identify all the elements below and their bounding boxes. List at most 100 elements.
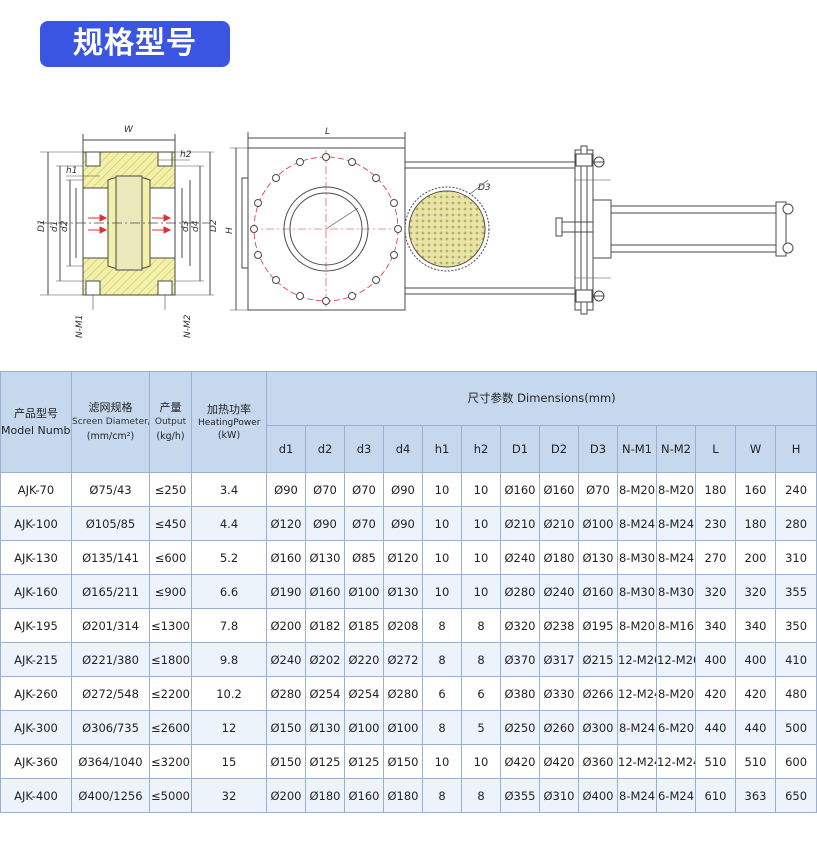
table-cell: ≤5000	[149, 778, 192, 813]
table-cell: 440	[735, 710, 776, 745]
label-D3: D3	[478, 183, 491, 193]
table-cell: 410	[774, 642, 817, 677]
table-cell: Ø221/380	[71, 642, 150, 677]
table-cell: 3.4	[191, 472, 267, 507]
table-cell: Ø70	[344, 472, 384, 507]
table-cell: Ø105/85	[71, 506, 150, 541]
table-cell: Ø208	[383, 608, 423, 643]
table-cell: Ø280	[383, 676, 423, 711]
table-cell: 270	[695, 540, 736, 575]
table-cell: ≤2200	[149, 676, 192, 711]
table-cell: AJK-260	[0, 676, 72, 711]
table-cell: 5.2	[191, 540, 267, 575]
table-cell: 32	[191, 778, 267, 813]
table-cell: Ø280	[500, 574, 540, 609]
table-cell: 650	[774, 778, 817, 813]
table-cell: 8-M20	[617, 608, 657, 643]
table-cell: Ø150	[266, 744, 306, 779]
table-cell: Ø238	[539, 608, 579, 643]
table-cell: Ø202	[305, 642, 345, 677]
table-cell: 12-M20	[656, 642, 696, 677]
table-cell: 8	[461, 642, 501, 677]
table-cell: ≤600	[149, 540, 192, 575]
header-dim-d1: d1	[266, 424, 306, 474]
table-cell: 6	[461, 676, 501, 711]
table-cell: 10	[461, 744, 501, 779]
table-cell: ≤250	[149, 472, 192, 507]
table-cell: 280	[774, 506, 817, 541]
table-cell: Ø180	[539, 540, 579, 575]
table-cell: Ø180	[383, 778, 423, 813]
table-cell: Ø266	[578, 676, 618, 711]
table-cell: Ø420	[500, 744, 540, 779]
table-cell: 8-M20	[656, 472, 696, 507]
table-cell: 12-M24	[617, 676, 657, 711]
table-cell: 10	[461, 574, 501, 609]
table-cell: 8	[461, 608, 501, 643]
table-cell: 510	[695, 744, 736, 779]
table-cell: Ø215	[578, 642, 618, 677]
table-cell: Ø310	[539, 778, 579, 813]
table-cell: Ø70	[578, 472, 618, 507]
label-d3: d3	[181, 220, 191, 232]
table-cell: 320	[695, 574, 736, 609]
table-cell: Ø130	[305, 710, 345, 745]
table-cell: 8-M30	[617, 540, 657, 575]
table-cell: Ø160	[344, 778, 384, 813]
table-cell: 10	[422, 744, 462, 779]
table-cell: 230	[695, 506, 736, 541]
table-cell: Ø210	[539, 506, 579, 541]
table-cell: Ø220	[344, 642, 384, 677]
table-cell: AJK-300	[0, 710, 72, 745]
table-cell: 8-M24	[656, 506, 696, 541]
table-cell: Ø135/141	[71, 540, 150, 575]
table-cell: Ø330	[539, 676, 579, 711]
table-cell: AJK-360	[0, 744, 72, 779]
table-cell: Ø280	[266, 676, 306, 711]
table-cell: Ø320	[500, 608, 540, 643]
table-cell: 8	[422, 608, 462, 643]
header-dim-d3: D3	[578, 424, 618, 474]
table-cell: 8-M30	[656, 574, 696, 609]
table-cell: Ø240	[500, 540, 540, 575]
header-dim-w: W	[735, 424, 776, 474]
table-cell: Ø160	[500, 472, 540, 507]
table-cell: Ø75/43	[71, 472, 150, 507]
table-cell: 420	[695, 676, 736, 711]
table-cell: Ø272/548	[71, 676, 150, 711]
table-cell: Ø120	[383, 540, 423, 575]
table-cell: Ø260	[539, 710, 579, 745]
table-cell: 310	[774, 540, 817, 575]
table-cell: 340	[735, 608, 776, 643]
table-cell: 10	[422, 472, 462, 507]
label-D2: D2	[209, 219, 219, 232]
header-dim-h1: h1	[422, 424, 462, 474]
label-d2: d2	[60, 220, 70, 232]
table-cell: 15	[191, 744, 267, 779]
table-cell: 8	[461, 778, 501, 813]
front-view	[230, 132, 794, 315]
label-h2: h2	[180, 150, 192, 160]
table-cell: 10	[461, 506, 501, 541]
label-h1: h1	[66, 166, 77, 176]
table-cell: 8-M20	[656, 676, 696, 711]
table-cell: 610	[695, 778, 736, 813]
table-cell: Ø165/211	[71, 574, 150, 609]
header-dim-d1: D1	[500, 424, 540, 474]
header-dim-d2: d2	[305, 424, 345, 474]
table-cell: Ø130	[578, 540, 618, 575]
table-cell: Ø70	[344, 506, 384, 541]
table-cell: AJK-160	[0, 574, 72, 609]
technical-drawing: W h1 h2 D1 d1 d2 d3 d4 D2 N-M1 N-M2	[37, 125, 794, 338]
table-cell: 5	[461, 710, 501, 745]
table-cell: 400	[695, 642, 736, 677]
table-cell: Ø306/735	[71, 710, 150, 745]
table-cell: 4.4	[191, 506, 267, 541]
table-cell: Ø100	[344, 574, 384, 609]
table-cell: Ø160	[266, 540, 306, 575]
table-cell: Ø180	[305, 778, 345, 813]
table-cell: 8-M30	[617, 574, 657, 609]
table-cell: Ø130	[383, 574, 423, 609]
label-d1: d1	[50, 221, 60, 232]
